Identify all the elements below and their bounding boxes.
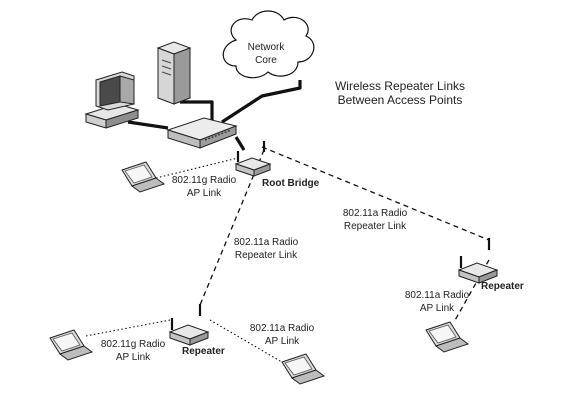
link-diagonal-label-line1: 802.11a Radio (343, 208, 408, 219)
diagram-title-line1: Wireless Repeater Links (335, 79, 465, 93)
link-right-ap-label-line2: AP Link (420, 303, 455, 314)
laptop-icon-bottom-left (49, 329, 94, 361)
root-bridge-label: Root Bridge (262, 178, 320, 189)
repeater-left-ap-icon (168, 304, 210, 346)
link-bottom-left-label-line2: AP Link (116, 352, 151, 363)
link-vertical-label-line1: 802.11a Radio (234, 237, 299, 248)
laptop-icon-top (121, 161, 166, 193)
cloud-label-line2: Core (255, 55, 277, 66)
repeater-right-label: Repeater (481, 281, 524, 292)
desktop-computer-icon (84, 71, 140, 129)
diagram-title-line2: Between Access Points (338, 93, 463, 107)
network-core-cloud: Network Core (222, 10, 315, 79)
repeater-right-ap-icon (457, 238, 499, 284)
link-bottom-mid-label-line1: 802.11a Radio (250, 323, 315, 334)
link-bottom-left-label-line1: 802.11g Radio (101, 339, 166, 350)
link-left-repeater-to-laptop (85, 319, 171, 337)
cloud-label-line1: Network (248, 42, 286, 53)
link-top-left-label-line1: 802.11g Radio (172, 175, 237, 186)
root-bridge-ap-icon (234, 141, 272, 177)
link-diagonal-label-line2: Repeater Link (344, 221, 407, 232)
laptop-icon-bottom-mid (281, 353, 326, 385)
link-right-ap-label-line1: 802.11a Radio (405, 290, 470, 301)
link-top-left-label-line2: AP Link (187, 188, 222, 199)
repeater-left-label: Repeater (182, 346, 225, 357)
network-switch-icon (166, 117, 238, 149)
wired-cables (127, 80, 302, 151)
link-bottom-mid-label-line2: AP Link (265, 336, 300, 347)
link-root-to-right-repeater (261, 146, 490, 241)
server-icon (156, 41, 192, 105)
laptop-icon-right (425, 321, 470, 353)
link-vertical-label-line2: Repeater Link (235, 250, 298, 261)
